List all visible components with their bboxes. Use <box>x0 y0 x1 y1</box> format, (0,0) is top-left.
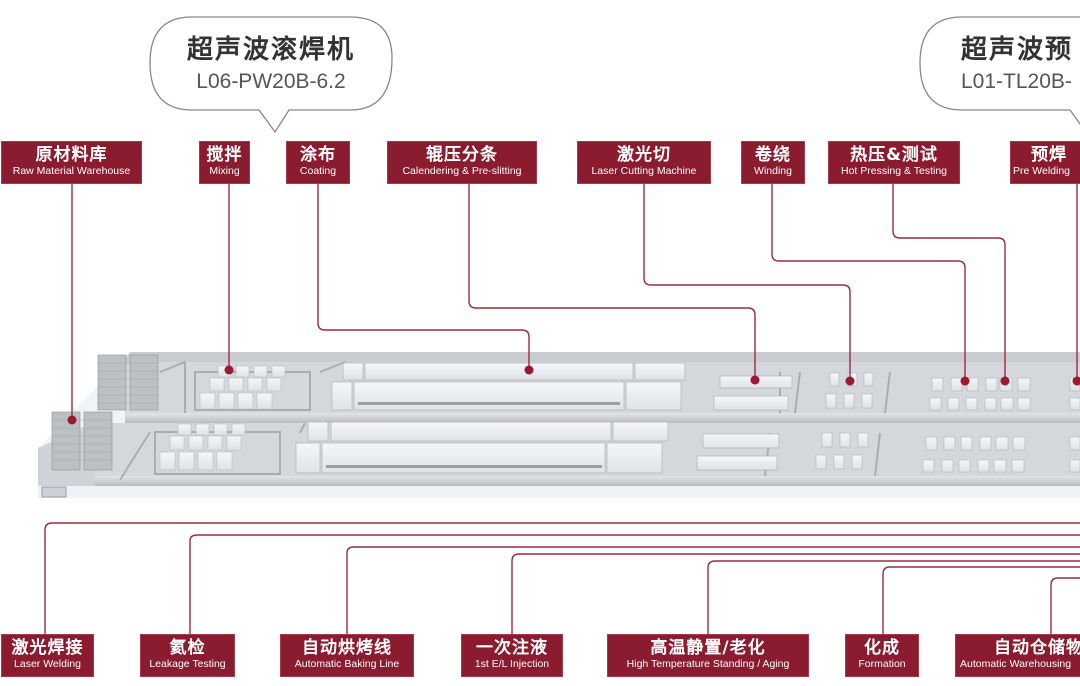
connector-injection <box>511 553 1080 636</box>
label-el-injection: 一次注液 1st E/L Injection <box>461 634 563 677</box>
label-en: Leakage Testing <box>149 658 226 670</box>
label-zh: 预焊 <box>1031 145 1067 165</box>
label-en: Automatic Warehousing <box>960 658 1072 670</box>
label-zh: 激光切 <box>617 145 671 165</box>
bottom-connector-lines <box>44 522 1080 636</box>
label-zh: 自动烘烤线 <box>302 638 392 658</box>
connector-hot-pressing <box>892 182 1006 381</box>
mixing-equipment <box>159 365 286 471</box>
label-zh: 卷绕 <box>755 145 791 165</box>
label-en: Laser Cutting Machine <box>591 165 697 177</box>
label-zh: 高温静置/老化 <box>650 638 766 658</box>
hot-pressing-machines <box>922 377 1080 473</box>
label-en: High Temperature Standing / Aging <box>626 658 790 670</box>
label-mixing: 搅拌 Mixing <box>199 141 250 184</box>
top-connector-lines <box>71 182 1078 420</box>
laser-cutting-machines <box>696 375 793 471</box>
label-baking-line: 自动烘烤线 Automatic Baking Line <box>280 634 414 677</box>
label-en: Formation <box>858 658 906 670</box>
callout-ultrasonic-pre-welder: 超声波预 L01-TL20B- <box>917 15 1080 135</box>
connector-laser-welding <box>44 522 1080 636</box>
label-zh: 氦检 <box>169 638 206 658</box>
connector-leakage <box>189 534 1080 636</box>
label-zh: 辊压分条 <box>426 145 498 165</box>
connector-dots <box>67 365 1080 425</box>
label-calendering: 辊压分条 Calendering & Pre-slitting <box>387 141 537 184</box>
label-en: Automatic Baking Line <box>294 658 400 670</box>
label-aging: 高温静置/老化 High Temperature Standing / Agin… <box>607 634 809 677</box>
connector-calendering <box>468 182 756 380</box>
connector-aging <box>707 560 1080 636</box>
connector-winding <box>771 182 966 381</box>
connector-coating <box>317 182 530 370</box>
label-pre-welding: 预焊 Pre Welding <box>1010 141 1080 184</box>
label-en: Mixing <box>209 165 240 177</box>
label-en: Winding <box>754 165 792 177</box>
label-automatic-warehousing: 自动仓储物 Automatic Warehousing <box>955 634 1080 677</box>
label-zh: 搅拌 <box>206 145 243 165</box>
label-zh: 热压&测试 <box>850 145 938 165</box>
label-en: 1st E/L Injection <box>474 658 550 670</box>
label-en: Hot Pressing & Testing <box>840 165 948 177</box>
label-laser-welding: 激光焊接 Laser Welding <box>1 634 94 677</box>
label-zh: 自动仓储物 <box>994 638 1080 658</box>
label-raw-material-warehouse: 原材料库 Raw Material Warehouse <box>1 141 142 184</box>
label-en: Coating <box>299 165 337 177</box>
label-en: Laser Welding <box>14 658 81 670</box>
connector-laser-cutting <box>643 182 851 381</box>
label-zh: 一次注液 <box>476 638 548 658</box>
label-leakage-testing: 氦检 Leakage Testing <box>140 634 235 677</box>
speech-bubble-icon <box>919 16 1080 125</box>
label-zh: 涂布 <box>300 145 336 165</box>
label-coating: 涂布 Coating <box>286 141 350 184</box>
callout-title: 超声波滚焊机 <box>186 35 355 65</box>
coating-line-vents <box>326 402 620 468</box>
label-zh: 化成 <box>864 638 900 658</box>
callout-model: L01-TL20B- <box>961 70 1072 93</box>
callout-ultrasonic-roll-welder: 超声波滚焊机 L06-PW20B-6.2 <box>147 15 395 135</box>
label-en: Calendering & Pre-slitting <box>402 165 522 177</box>
callout-model: L06-PW20B-6.2 <box>196 70 346 93</box>
label-formation: 化成 Formation <box>845 634 919 677</box>
speech-bubble-icon <box>149 16 393 134</box>
label-laser-cutting: 激光切 Laser Cutting Machine <box>577 141 711 184</box>
label-zh: 激光焊接 <box>11 638 84 658</box>
label-zh: 原材料库 <box>35 145 108 165</box>
connector-warehousing <box>1050 577 1080 636</box>
connector-formation <box>882 566 1080 636</box>
callout-title: 超声波预 <box>961 35 1074 65</box>
coating-lines <box>295 362 686 474</box>
label-en: Raw Material Warehouse <box>12 165 131 177</box>
label-en: Pre Welding <box>1013 165 1071 177</box>
label-winding: 卷绕 Winding <box>741 141 805 184</box>
connector-baking <box>346 546 1080 636</box>
label-hot-pressing-testing: 热压&测试 Hot Pressing & Testing <box>828 141 960 184</box>
